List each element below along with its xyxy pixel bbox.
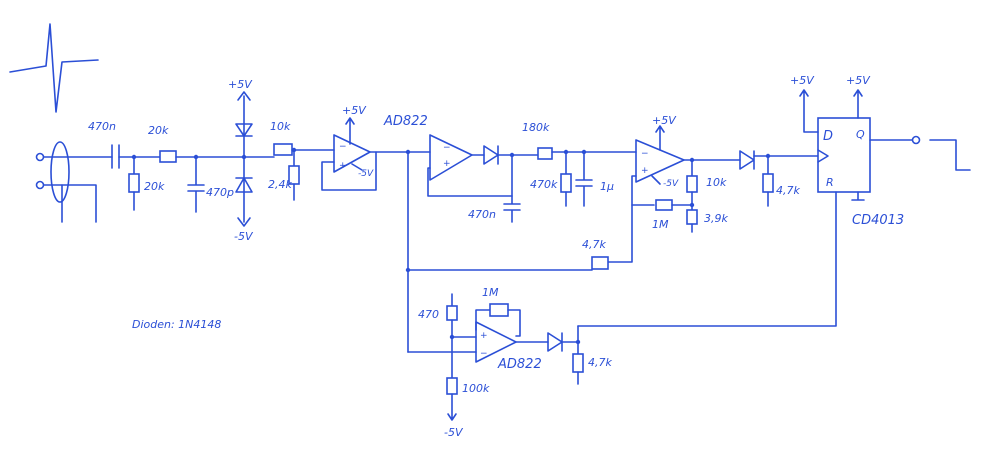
svg-text:+: + [641, 166, 649, 176]
label-ff-part: CD4013 [852, 213, 904, 228]
svg-text:−: − [641, 149, 649, 159]
label-opamp-part: AD822 [383, 114, 428, 129]
label-cmp-pos: +5V [652, 114, 677, 127]
label-ff-q: Q [856, 128, 865, 141]
opamp-peak: − + [427, 134, 539, 197]
label-buf-pos: +5V [342, 104, 367, 117]
clamp-diodes: +5V -5V [228, 78, 254, 243]
label-r-39k: 3,9k [704, 212, 728, 225]
resistor-r-shunt1: 20k [128, 154, 165, 211]
svg-text:+: + [443, 159, 451, 169]
label-r-1m-fb: 1M [652, 218, 669, 231]
opamp-bottom-stage: 470 100k -5V + − 1M 4,7k AD822 [407, 286, 612, 439]
resistor-r-series2: 10k [270, 120, 335, 156]
svg-text:−: − [339, 142, 347, 152]
resistor-r-4k7-fb: 4,7k [582, 238, 609, 270]
label-r-series2: 10k [270, 120, 291, 133]
label-r-470-bot: 470 [418, 308, 439, 321]
resistor-r-series1: 20k [148, 124, 275, 163]
opamp-buffer: − + +5V -5V [321, 104, 431, 191]
label-supply-neg-bot: -5V [444, 426, 464, 439]
label-supply-pos-clamp: +5V [228, 78, 253, 91]
resistor-r-180k: 180k [522, 121, 637, 160]
label-ff-pos1: +5V [790, 74, 815, 87]
label-opamp2-part: AD822 [497, 357, 542, 372]
label-r-180k: 180k [522, 121, 550, 134]
input-terminals [35, 141, 113, 223]
label-supply-neg-clamp: -5V [234, 230, 254, 243]
capacitor-c-1u: 1µ [575, 149, 614, 207]
flipflop-cd4013: D Q R +5V +5V CD4013 [577, 74, 971, 327]
diode-note: Dioden: 1N4148 [132, 318, 221, 331]
label-r-1m-bot: 1M [482, 286, 499, 299]
label-c-shunt: 470p [206, 186, 234, 199]
label-r-100k: 100k [462, 382, 490, 395]
label-ff-pos2: +5V [846, 74, 871, 87]
label-c-in: 470n [88, 120, 116, 133]
resistor-r-shunt2: 2,4k [268, 147, 300, 201]
capacitor-c-in: 470n [88, 120, 161, 169]
output-diode-stage: 4,7k [739, 150, 819, 207]
opamp-comparator: − + +5V -5V 1M [607, 114, 693, 263]
svg-text:+: + [480, 331, 488, 341]
label-r-shunt1: 20k [144, 180, 165, 193]
label-c-470n-low: 470n [468, 208, 496, 221]
label-ff-r: R [826, 176, 834, 189]
label-cmp-neg: -5V [663, 179, 679, 189]
divider-10k-39k: 10k 3,9k [683, 157, 741, 233]
label-ff-d: D [823, 129, 833, 144]
label-buf-neg: -5V [358, 169, 374, 179]
label-r-4k7-fb: 4,7k [582, 238, 606, 251]
svg-text:−: − [443, 143, 451, 153]
label-r-10k-div: 10k [706, 176, 727, 189]
input-pulse-icon [9, 23, 99, 113]
svg-text:+: + [339, 161, 347, 171]
svg-text:−: − [480, 349, 488, 359]
label-r-shunt2: 2,4k [268, 178, 292, 191]
label-r-470k: 470k [530, 178, 558, 191]
resistor-r-470k: 470k [530, 149, 572, 207]
label-r-series1: 20k [148, 124, 169, 137]
capacitor-c-shunt: 470p [187, 154, 234, 213]
label-r-4k7-bot: 4,7k [588, 356, 612, 369]
label-r-47k-pull: 4,7k [776, 184, 800, 197]
capacitor-c-470n-low: 470n [468, 152, 521, 223]
label-c-1u: 1µ [600, 180, 614, 193]
